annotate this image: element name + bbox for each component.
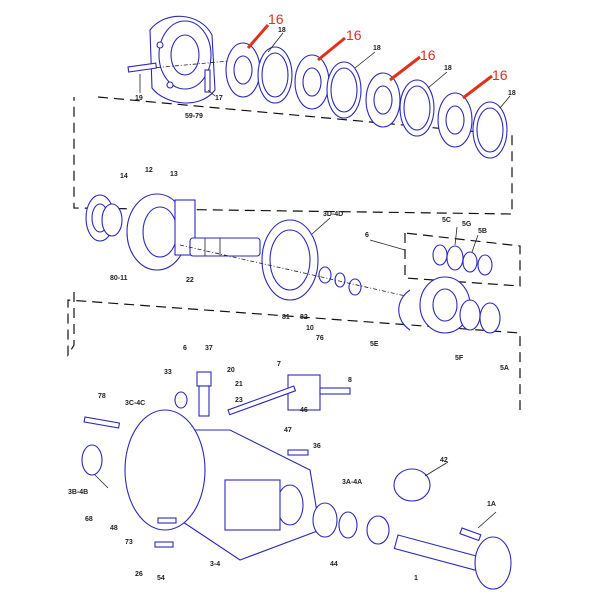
callout-16-b: 16 — [346, 27, 362, 43]
label-81: 81 — [282, 314, 290, 321]
block-8 — [287, 374, 351, 411]
label-26: 26 — [135, 571, 143, 578]
label-82: 82 — [300, 314, 308, 321]
callout-16-d: 16 — [492, 67, 508, 83]
label-1A: 1A — [487, 501, 496, 508]
label-10: 10 — [306, 325, 314, 332]
label-21: 21 — [235, 381, 243, 388]
label-5E: 5E — [370, 341, 379, 348]
label-3-4: 3-4 — [210, 561, 220, 568]
gasket-3C-4C — [124, 409, 206, 531]
group-outline-spider — [404, 232, 521, 287]
label-5B: 5B — [478, 228, 487, 235]
bearing-12 — [101, 203, 123, 237]
label-3D-4D: 3D-4D — [323, 211, 343, 218]
label-6: 6 — [365, 232, 369, 239]
label-8: 8 — [348, 377, 352, 384]
label-18-d: 18 — [508, 90, 516, 97]
studs-26-54 — [154, 517, 177, 548]
label-46: 46 — [300, 407, 308, 414]
label-73: 73 — [125, 539, 133, 546]
label-42: 42 — [440, 457, 448, 464]
label-3B-4B: 3B-4B — [68, 489, 88, 496]
spider-gear-5C-5G-5B — [432, 244, 493, 276]
label-33: 33 — [164, 369, 172, 376]
label-17: 17 — [215, 95, 223, 102]
axle-shaft-1 — [393, 534, 512, 590]
label-47: 47 — [284, 427, 292, 434]
label-54: 54 — [157, 575, 165, 582]
friction-disc-3 — [365, 72, 401, 128]
tube-47 — [227, 385, 297, 416]
label-18-c: 18 — [444, 65, 452, 72]
bolt-78 — [83, 416, 121, 429]
label-48: 48 — [110, 525, 118, 532]
separator-plate-3 — [399, 79, 435, 137]
carrier-housing-59-79 — [129, 15, 241, 104]
valve-assembly-20-21 — [196, 371, 212, 417]
label-13: 13 — [170, 171, 178, 178]
separator-plate-1 — [257, 46, 293, 104]
group-outline-lower — [67, 292, 521, 410]
label-3A-4A: 3A-4A — [342, 479, 362, 486]
label-19: 19 — [135, 95, 143, 102]
snap-ring-5E — [398, 289, 411, 331]
label-22: 22 — [186, 277, 194, 284]
differential-case — [419, 276, 471, 334]
pin-19 — [127, 62, 158, 73]
seal-3B-4B — [81, 444, 103, 476]
pin-17 — [204, 69, 211, 93]
label-80-11: 80-11 — [110, 275, 128, 282]
ring-42-highlight — [393, 468, 431, 502]
label-5F: 5F — [455, 355, 464, 362]
separator-plate-2 — [326, 61, 362, 119]
friction-disc-4 — [437, 92, 473, 148]
label-23: 23 — [235, 397, 243, 404]
bearing-3A-4A — [312, 502, 358, 539]
ring-gear-3D-4D — [261, 219, 319, 301]
bolt-36 — [287, 449, 309, 456]
friction-disc-2 — [294, 54, 330, 110]
label-44: 44 — [330, 561, 338, 568]
label-7: 7 — [277, 361, 281, 368]
breather-33 — [174, 391, 188, 409]
label-1: 1 — [414, 575, 418, 582]
hub-13 — [126, 193, 196, 271]
label-36: 36 — [313, 443, 321, 450]
label-14: 14 — [120, 173, 128, 180]
callout-16-c: 16 — [420, 47, 436, 63]
leader-lines — [94, 32, 511, 529]
label-37: 37 — [205, 345, 213, 352]
red-callout-marks — [246, 24, 493, 100]
seal-44 — [366, 515, 390, 545]
mid-centerline — [179, 244, 411, 298]
label-5G: 5G — [462, 221, 472, 228]
label-5C: 5C — [442, 217, 451, 224]
label-12: 12 — [145, 167, 153, 174]
label-18-b: 18 — [373, 45, 381, 52]
side-gear-5F-5A — [459, 299, 501, 334]
label-78: 78 — [98, 393, 106, 400]
callout-16-a: 16 — [268, 11, 284, 27]
label-59-79: 59-79 — [185, 113, 203, 120]
label-18-a: 18 — [278, 27, 286, 34]
label-6-lower: 6 — [183, 345, 187, 352]
friction-disc-1 — [225, 42, 261, 98]
nut-76 — [348, 278, 362, 296]
separator-plate-4 — [472, 101, 508, 159]
washer-81-82 — [318, 266, 346, 288]
stud-1A — [459, 527, 482, 542]
label-68: 68 — [85, 516, 93, 523]
label-20: 20 — [227, 367, 235, 374]
label-3C-4C: 3C-4C — [125, 400, 145, 407]
label-5A: 5A — [500, 365, 509, 372]
label-76: 76 — [316, 335, 324, 342]
